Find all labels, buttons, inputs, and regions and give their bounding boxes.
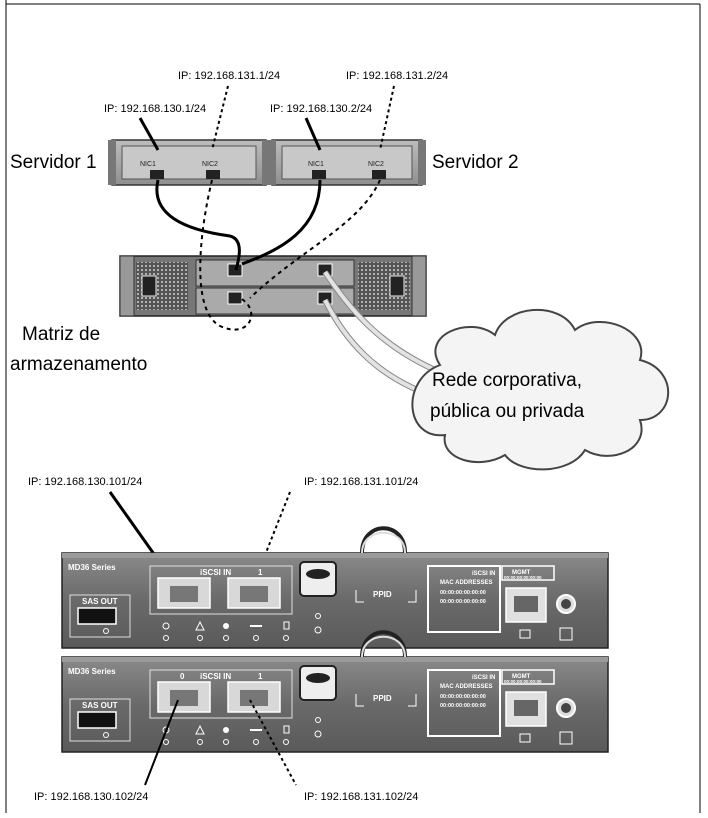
ctrl2-mac-mgmt: 00:00:00:00:00:00 xyxy=(504,679,542,684)
cloud-line2: pública ou privada xyxy=(430,401,585,422)
server1-nic2-label: NIC2 xyxy=(202,161,218,168)
network-cloud: Rede corporativa, pública ou privada xyxy=(411,308,670,471)
ctrl2-port0-num: 0 xyxy=(180,672,185,681)
network-icon xyxy=(519,629,531,639)
server2-nic2-ip: IP: 192.168.131.2/24 xyxy=(346,70,448,82)
server1-label: Servidor 1 xyxy=(10,152,97,173)
ctrl1-port0-ip: IP: 192.168.130.101/24 xyxy=(28,476,142,488)
ctrl1-sas-port xyxy=(77,607,117,625)
server1-nic2-ip: IP: 192.168.131.1/24 xyxy=(178,70,280,82)
ctrl1-sas-out: SAS OUT xyxy=(82,597,118,606)
server2-label: Servidor 2 xyxy=(432,152,519,173)
ctrl1-series: MD36 Series xyxy=(68,563,116,572)
controller-1: MD36 Series SAS OUT iSCSI IN 1 xyxy=(61,526,609,649)
lan-cable-1 xyxy=(323,270,436,372)
lock-icon xyxy=(283,621,290,630)
cable-s2-nic1 xyxy=(241,179,322,266)
ctrl2-iscsi-port0 xyxy=(157,681,211,713)
server2-nic1-ip: IP: 192.168.130.2/24 xyxy=(270,103,372,115)
ctrl1-mgmt-iscsi: iSCSI IN xyxy=(472,571,495,577)
ctrl2-port1-ip: IP: 192.168.131.102/24 xyxy=(304,791,418,803)
server-2: NIC1 NIC2 xyxy=(268,139,426,186)
cable-s1-nic2 xyxy=(199,179,253,331)
ctrl2-port1-num: 1 xyxy=(258,672,263,681)
ctrl1-mgmt: MGMT xyxy=(512,570,531,576)
ctrl1-port1-ip: IP: 192.168.131.101/24 xyxy=(304,476,418,488)
ctrl1-sas-led xyxy=(103,628,109,634)
ctrl2-port0-cable xyxy=(144,699,179,786)
ctrl2-port1-cable xyxy=(249,699,297,786)
battery-icon xyxy=(223,623,229,629)
serial-icon xyxy=(559,627,573,641)
storage-label-line2: armazenamento xyxy=(10,354,147,375)
ctrl2-ppid: PPID xyxy=(373,694,392,703)
server1-nic2-lead xyxy=(211,85,229,151)
ctrl2-mac1: 00:00:00:00:00:00 xyxy=(440,703,486,709)
server2-nic1-lead xyxy=(304,117,322,151)
controller-2: MD36 Series SAS OUT iSCSI IN 0 1 xyxy=(61,630,609,753)
server1-nic1-lead xyxy=(138,117,160,151)
power-led-icon xyxy=(162,622,170,630)
ctrl1-port1-num: 1 xyxy=(258,568,263,577)
ctrl2-sas-port xyxy=(77,711,117,729)
ctrl1-mac-block xyxy=(427,565,501,633)
storage-array xyxy=(119,255,427,317)
storage-label-line1: Matriz de xyxy=(22,324,100,345)
server1-nic1-label: NIC1 xyxy=(140,161,156,168)
ctrl1-ppid: PPID xyxy=(373,590,392,599)
cloud-line1: Rede corporativa, xyxy=(432,370,582,391)
ctrl1-iscsi-in: iSCSI IN xyxy=(200,568,231,577)
ctrl2-mac-block xyxy=(427,669,501,737)
ctrl1-status-row xyxy=(162,620,290,641)
server1-nic1-ip: IP: 192.168.130.1/24 xyxy=(104,103,206,115)
server-1: NIC1 NIC2 xyxy=(108,139,270,186)
server2-nic2-label: NIC2 xyxy=(368,161,384,168)
warning-icon xyxy=(195,620,205,631)
lan-cable-2 xyxy=(323,299,431,397)
server2-nic1-label: NIC1 xyxy=(308,161,324,168)
ctrl2-mac0: 00:00:00:00:00:00 xyxy=(440,694,486,700)
ctrl2-mac-header: MAC ADDRESSES xyxy=(440,684,492,690)
ctrl2-port0-ip: IP: 192.168.130.102/24 xyxy=(34,791,148,803)
cable-s2-nic2 xyxy=(249,179,381,299)
ctrl1-mac0: 00:00:00:00:00:00 xyxy=(440,590,486,596)
cable-s1-nic1 xyxy=(155,179,241,271)
server2-nic2-lead xyxy=(379,85,395,151)
ctrl2-mgmt-iscsi: iSCSI IN xyxy=(472,675,495,681)
ctrl1-mac1: 00:00:00:00:00:00 xyxy=(440,599,486,605)
ctrl1-mac-mgmt: 00:00:00:00:00:00 xyxy=(504,575,542,580)
ctrl2-iscsi-in: iSCSI IN xyxy=(200,672,231,681)
ctrl2-mgmt: MGMT xyxy=(512,674,531,680)
ctrl2-sas-out: SAS OUT xyxy=(82,701,118,710)
ctrl2-series: MD36 Series xyxy=(68,667,116,676)
ctrl1-mac-header: MAC ADDRESSES xyxy=(440,580,492,586)
